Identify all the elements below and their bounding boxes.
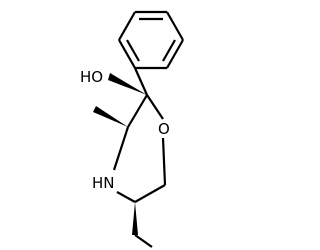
phenyl-bond	[118, 39, 136, 69]
o-c6-bond	[161, 137, 167, 186]
c6-c5-bond	[134, 184, 166, 203]
ethyl-bond	[134, 234, 153, 248]
ring-oxygen-label: O	[158, 120, 170, 138]
phenyl-bond	[166, 39, 184, 69]
phenyl-double-bond	[162, 39, 176, 62]
phenyl-ring	[118, 10, 184, 70]
phenyl-c2-bond	[133, 67, 149, 96]
phenyl-bond	[118, 11, 136, 41]
morpholine-ring	[112, 94, 167, 203]
c5-ethyl-wedge	[132, 202, 138, 235]
phenyl-bond	[166, 11, 184, 41]
c2-c3-bond	[127, 94, 148, 128]
structure-diagram: HO O HN	[80, 10, 184, 248]
c2-o-bond	[146, 94, 164, 120]
phenyl-double-bond	[126, 39, 140, 62]
c2-oh-wedge	[108, 73, 147, 95]
ring-nitrogen-label: HN	[92, 174, 115, 192]
c3-methyl-wedge	[93, 106, 128, 127]
c5-n-bond	[116, 191, 136, 203]
n-c3-bond	[112, 126, 130, 171]
hydroxyl-label: HO	[80, 68, 103, 86]
